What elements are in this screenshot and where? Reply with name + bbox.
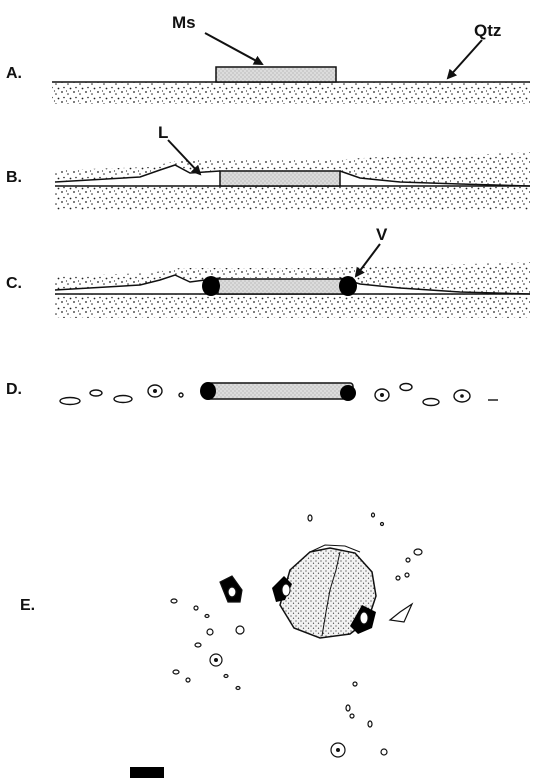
ms-label: Ms	[172, 14, 196, 31]
void-right	[340, 385, 356, 401]
quartz-layer-lower	[55, 294, 530, 318]
arrow-icon	[205, 33, 262, 64]
muscovite-grain	[216, 67, 336, 82]
panel-c-label: C.	[6, 276, 22, 292]
arrow-icon	[448, 40, 482, 78]
scale-bar-icon	[130, 767, 164, 778]
panel-e-label: E.	[20, 598, 35, 614]
void-right	[339, 276, 357, 296]
panel-d	[60, 382, 498, 406]
muscovite-grain	[205, 383, 353, 399]
muscovite-grain	[220, 171, 340, 186]
quartz-layer-lower	[55, 186, 530, 210]
panel-d-label: D.	[6, 382, 22, 398]
v-label: V	[376, 226, 387, 243]
panel-a	[52, 33, 530, 104]
panel-a-label: A.	[6, 66, 22, 82]
void-left	[202, 276, 220, 296]
qtz-label: Qtz	[474, 22, 501, 39]
muscovite-grain	[218, 279, 346, 294]
l-label: L	[158, 124, 168, 141]
panel-b-label: B.	[6, 170, 22, 186]
panel-e	[130, 513, 422, 778]
quartz-layer-lower	[52, 82, 530, 104]
void-left	[200, 382, 216, 400]
fluid-inclusions	[171, 513, 422, 757]
panel-b	[55, 140, 530, 210]
panel-c	[55, 244, 530, 318]
